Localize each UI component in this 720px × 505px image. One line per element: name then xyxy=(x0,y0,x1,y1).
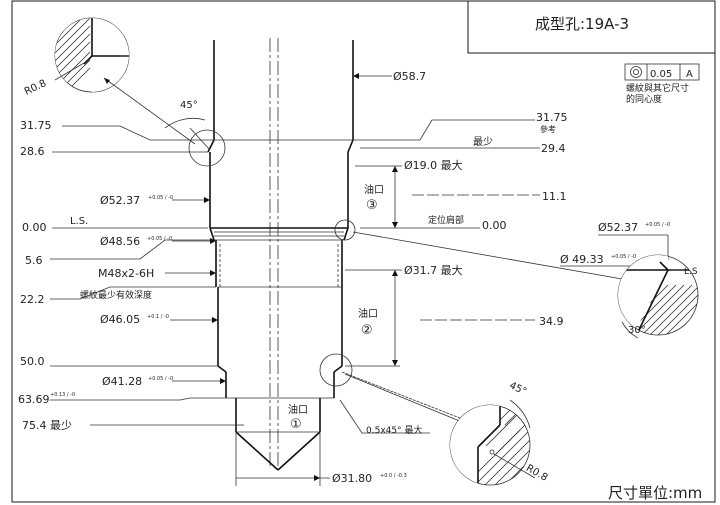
rdim-31-75-note: 參考 xyxy=(540,124,556,134)
thread-depth-note: 螺紋最少有效深度 xyxy=(80,289,152,301)
left-dimensions: 31.75 28.6 0.00 L.S. 5.6 22.2 50.0 63.69… xyxy=(18,119,244,432)
title-block xyxy=(467,0,716,54)
dia-48-56: Ø48.56 xyxy=(100,235,140,248)
tolerance-frame: 0.05 A 螺紋與其它尺寸 的同心度 xyxy=(624,63,700,105)
dim-22-2: 22.2 xyxy=(20,293,45,306)
rdim-0-00: 0.00 xyxy=(482,219,507,232)
dia-41-28: Ø41.28 xyxy=(102,375,142,388)
port-2-label: 油口 xyxy=(358,307,378,320)
dim-0-00: 0.00 xyxy=(22,221,47,234)
dia-58-7-callout: Ø58.7 xyxy=(353,70,426,83)
tolerance-note-1: 螺紋與其它尺寸 xyxy=(626,82,689,94)
port-3-label: 油口 xyxy=(364,183,384,196)
detail-bottom: 0.5x45° 最大 45° R0.8 xyxy=(339,371,549,486)
detail-marker-bottom xyxy=(319,353,353,387)
rdim-11-1: 11.1 xyxy=(542,190,567,203)
dim-5-6: 5.6 xyxy=(25,254,43,267)
detail-r08-bottom: R0.8 xyxy=(524,463,549,484)
dia-58-7: Ø58.7 xyxy=(393,70,426,83)
port-2: 油口 ② xyxy=(358,307,378,338)
rdim-34-9: 34.9 xyxy=(539,315,564,328)
rdim-31-75: 31.75 xyxy=(536,111,568,124)
tolerance-value: 0.05 xyxy=(650,69,672,80)
ls-label: L.S. xyxy=(70,216,88,227)
detail-angle-45-bottom: 45° xyxy=(508,380,529,397)
dia-52-37: Ø52.37 xyxy=(100,194,140,207)
rdim-29-4: 29.4 xyxy=(541,142,566,155)
port-3: 油口 ③ xyxy=(364,183,384,213)
dia-19-0: Ø19.0 最大 xyxy=(404,158,463,172)
detail-r08-top: R0.8 xyxy=(23,78,48,98)
tolerance-note-2: 的同心度 xyxy=(626,93,662,105)
locate-note: 定位肩部 xyxy=(428,214,464,226)
tolerance-datum: A xyxy=(686,69,693,80)
dim-63-69-tol: +0.13 / -0 xyxy=(50,392,75,398)
port-1-label: 油口 xyxy=(288,403,308,416)
detail-angle-45-top: 45° xyxy=(180,100,198,111)
dia-52-37-tol: +0.05 / -0 xyxy=(148,195,173,201)
dia-46-05: Ø46.05 xyxy=(100,313,140,326)
dia-31-80: Ø31.80 xyxy=(332,472,372,485)
detail-marker-top xyxy=(188,129,226,167)
part-profile xyxy=(207,38,354,471)
dia-48-56-tol: +0.05 / -0 xyxy=(147,236,172,242)
sheet-border xyxy=(11,0,716,503)
title-text: 成型孔:19A-3 xyxy=(535,15,629,33)
detail-top-left: R0.8 45° xyxy=(23,17,211,151)
dim-63-69: 63.69 xyxy=(18,393,50,406)
chamfer-note: 0.5x45° 最大 xyxy=(366,424,422,436)
dim-28-6: 28.6 xyxy=(20,145,45,158)
dia-46-05-tol: +0.1 / -0 xyxy=(147,314,169,320)
detail-d49-33-tol: +0.05 / -0 xyxy=(611,254,636,260)
dim-50-0: 50.0 xyxy=(20,355,45,368)
rdim-min-note: 最少 xyxy=(473,136,493,148)
detail-marker-mid xyxy=(334,219,356,241)
port-3-num: ③ xyxy=(366,198,378,213)
detail-d52-37-tol: +0.05 / -0 xyxy=(645,222,670,228)
diameter-callouts-left: Ø52.37 +0.05 / -0 Ø48.56 +0.05 / -0 M48x… xyxy=(80,194,226,388)
dia-31-80-tol: +0.0 / -0.3 xyxy=(380,473,407,479)
detail-d52-37: Ø52.37 xyxy=(598,221,638,234)
port-1-num: ① xyxy=(290,417,302,432)
detail-angle-30: 30° xyxy=(628,325,646,336)
dia-41-28-tol: +0.05 / -0 xyxy=(148,376,173,382)
detail-ls-right: L.S xyxy=(684,267,698,277)
dia-thread: M48x2-6H xyxy=(98,267,154,280)
dia-31-80-callout: Ø31.80 +0.0 / -0.3 xyxy=(235,432,407,486)
port-1: 油口 ① xyxy=(288,403,308,432)
dia-31-7: Ø31.7 最大 xyxy=(404,263,463,277)
concentricity-icon xyxy=(630,66,642,78)
detail-d49-33: Ø 49.33 xyxy=(560,253,604,266)
units-note: 尺寸單位:mm xyxy=(608,484,702,502)
dim-75-4: 75.4 最少 xyxy=(22,419,72,432)
detail-right: Ø52.37 +0.05 / -0 Ø 49.33 +0.05 / -0 L. xyxy=(352,221,699,339)
right-dimensions: 31.75 參考 最少 29.4 Ø19.0 最大 11.1 定位肩部 0.00… xyxy=(345,111,568,367)
port-2-num: ② xyxy=(361,323,373,338)
dim-31-75: 31.75 xyxy=(20,119,52,132)
